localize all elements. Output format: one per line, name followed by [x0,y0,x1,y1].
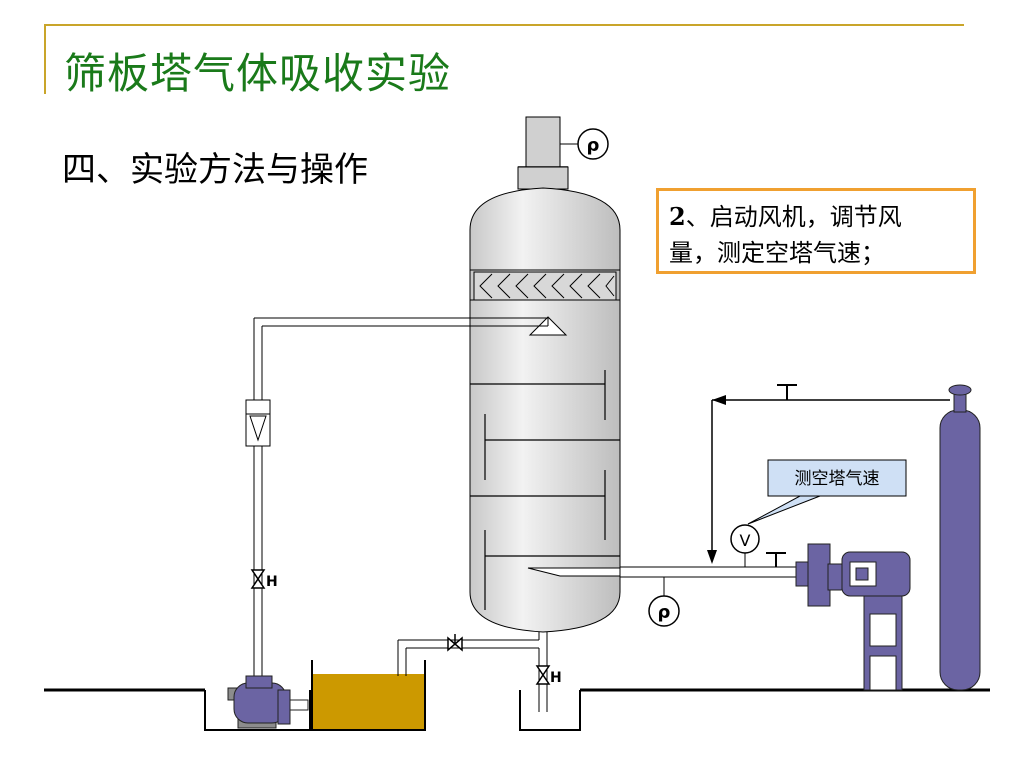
left-sump [204,690,311,731]
step-text-line1: 、启动风机，调节风 [685,203,902,231]
drain-line [397,632,548,712]
gas-cylinder [939,384,981,691]
top-outlet-box [525,116,561,168]
velocity-gauge: V [730,524,760,554]
sieve-plates [470,370,620,610]
slide-title: 筛板塔气体吸收实验 [64,49,452,98]
section-subtitle: 四、实验方法与操作 [62,150,368,190]
liquid-feed-line [253,317,549,680]
bypass-valve [777,384,797,400]
top-rule [44,24,964,26]
absorption-column [469,187,621,633]
gas-line-valve [766,552,786,567]
drain-valve-mark: H [550,670,562,686]
demister-packing [473,271,617,301]
feed-valve-mark: H [266,574,278,590]
top-density-symbol: ρ [587,135,600,156]
bypass-arrow-left [712,395,726,405]
gas-density-symbol: ρ [658,602,671,623]
blower-fan [795,543,911,691]
gas-line-density-gauge: ρ [648,595,680,627]
bottom-drain-valve: H [535,665,562,686]
callout-pointer [747,495,821,525]
liquid-tank [311,660,426,731]
left-rule [44,24,46,94]
feed-line-valve: H [250,569,278,590]
bypass-gas-line [711,399,950,556]
callout-label: 测空塔气速 [795,469,880,489]
liquid-pump [227,675,309,729]
step-number: 2 [669,202,686,231]
top-density-gauge: ρ [577,128,609,160]
right-sump [519,690,581,731]
step-instruction-box: 2、启动风机，调节风 量，测定空塔气速； [656,188,976,274]
drain-line-valve [447,634,463,652]
callout-box [767,459,907,497]
velocity-symbol: V [740,531,751,550]
bypass-arrow-down [707,550,717,564]
rotameter [245,399,271,447]
step-text-line2: 量，测定空塔气速； [669,239,885,267]
